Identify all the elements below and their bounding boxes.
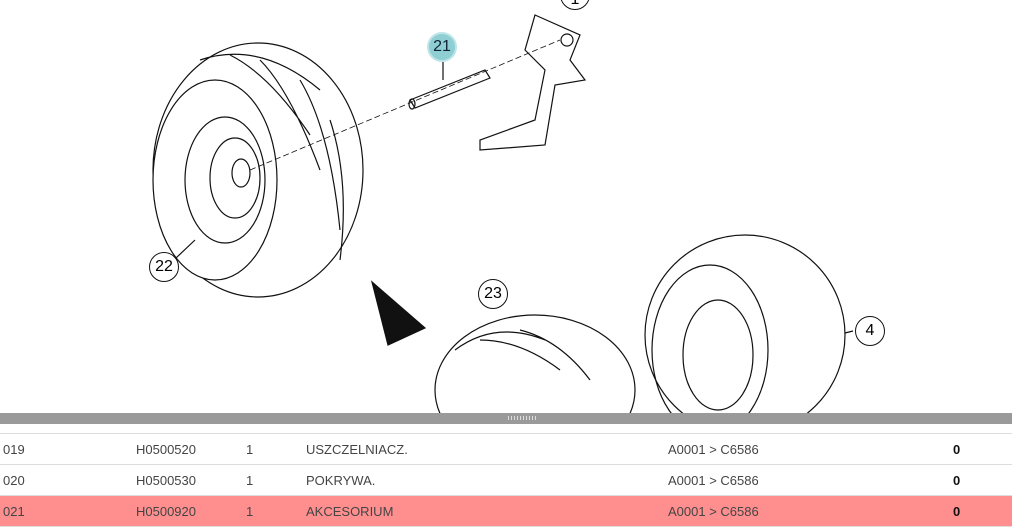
- stock: 0: [953, 441, 961, 457]
- parts-diagram[interactable]: 21 22 23 4 1: [0, 0, 1012, 413]
- wheel-22-drawing: [152, 42, 364, 298]
- table-row[interactable]: 019 H0500520 1 USZCZELNIACZ. A0001 > C65…: [0, 434, 1012, 465]
- position: 021: [3, 503, 25, 519]
- part-number: H0500530: [136, 472, 196, 488]
- table-row[interactable]: 020 H0500530 1 POKRYWA. A0001 > C6586 0: [0, 465, 1012, 496]
- reference: A0001 > C6586: [668, 503, 759, 519]
- panel-resize-handle[interactable]: [0, 413, 1012, 424]
- part-number: H0500920: [136, 503, 196, 519]
- callout-22[interactable]: 22: [149, 252, 179, 282]
- stock: 0: [953, 503, 961, 519]
- quantity: 1: [246, 472, 254, 488]
- quantity: 1: [246, 441, 254, 457]
- reference: A0001 > C6586: [668, 441, 759, 457]
- position: 019: [3, 441, 25, 457]
- wheel-23-drawing: [434, 314, 636, 413]
- table-row-selected[interactable]: 021 H0500920 1 AKCESORIUM A0001 > C6586 …: [0, 496, 1012, 527]
- part-name: USZCZELNIACZ.: [306, 441, 408, 457]
- axle-21-drawing: [408, 69, 491, 110]
- callout-21[interactable]: 21: [427, 32, 457, 62]
- position: 020: [3, 472, 25, 488]
- part-name: AKCESORIUM: [306, 503, 394, 519]
- wheel-4-drawing: [644, 234, 846, 413]
- axis-line: [249, 39, 561, 171]
- direction-arrow-icon: [370, 280, 427, 346]
- grip-icon: [508, 416, 538, 420]
- bracket-1-drawing: [479, 14, 587, 151]
- part-name: POKRYWA.: [306, 472, 376, 488]
- stock: 0: [953, 472, 961, 488]
- callout-23[interactable]: 23: [478, 279, 508, 309]
- parts-table: 019 H0500520 1 USZCZELNIACZ. A0001 > C65…: [0, 433, 1012, 527]
- reference: A0001 > C6586: [668, 472, 759, 488]
- part-number: H0500520: [136, 441, 196, 457]
- quantity: 1: [246, 503, 254, 519]
- callout-4[interactable]: 4: [855, 316, 885, 346]
